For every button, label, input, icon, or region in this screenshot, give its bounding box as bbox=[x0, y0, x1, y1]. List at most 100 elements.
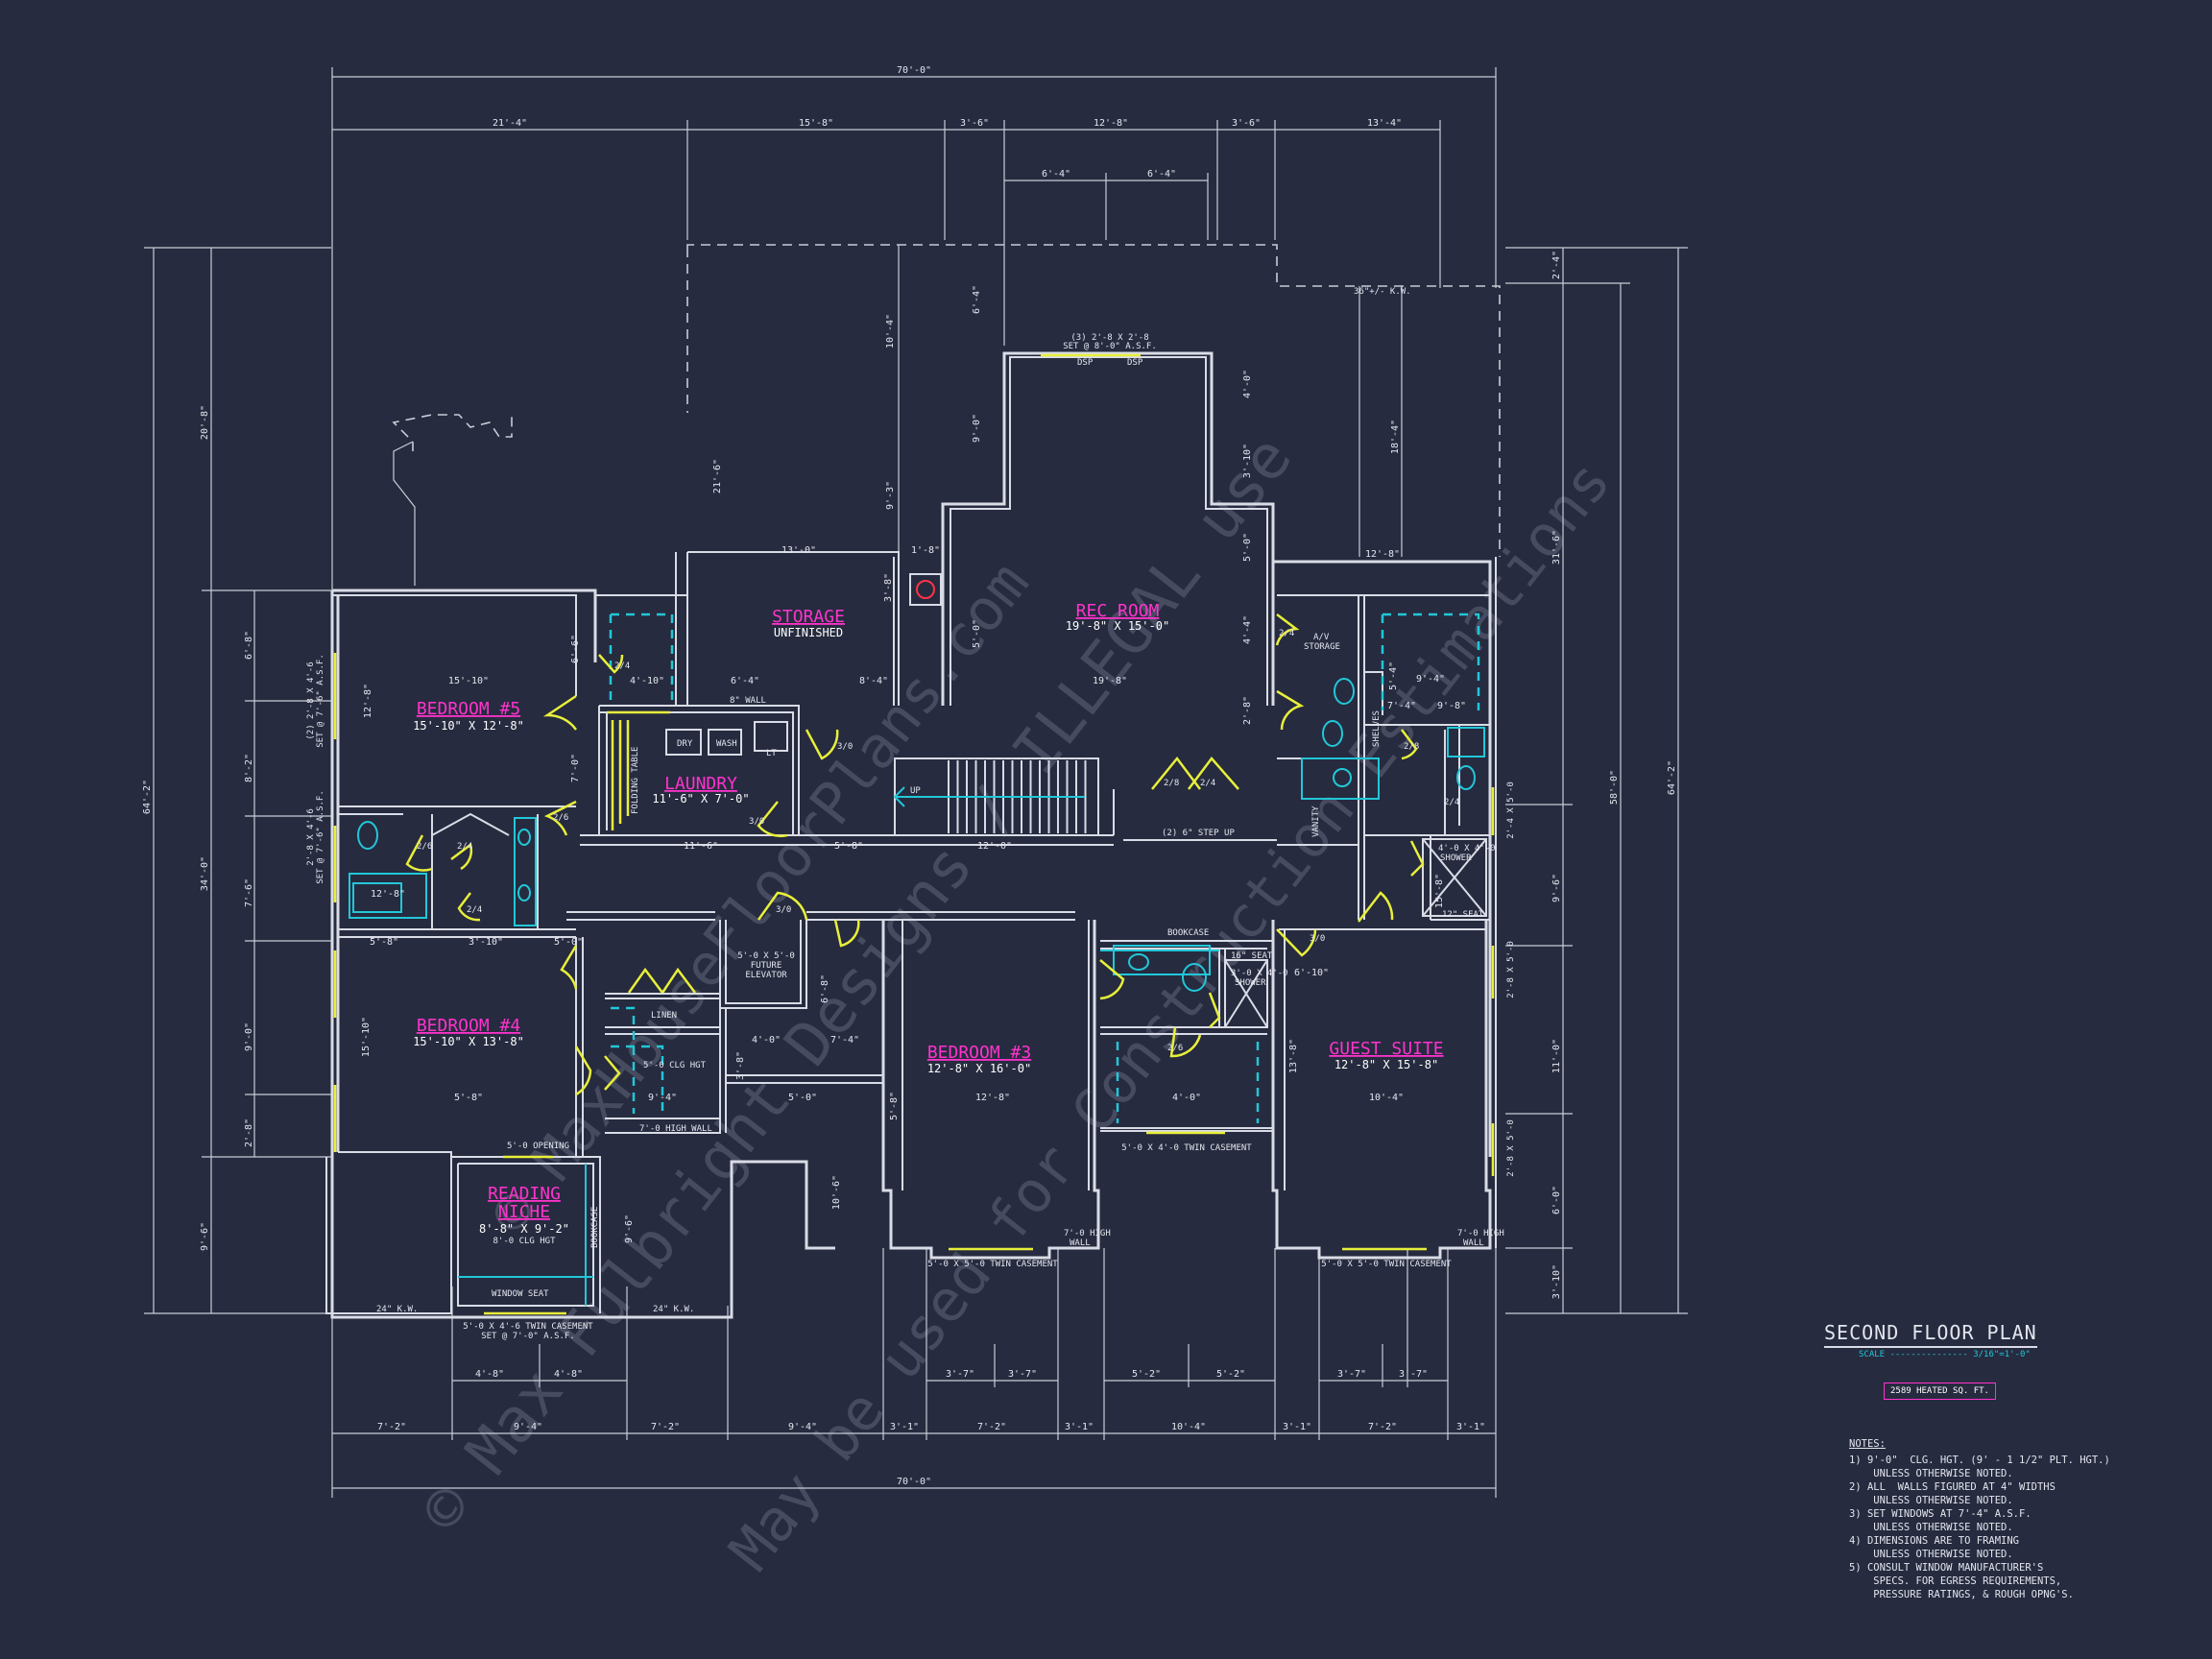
wall-note-label: 8" WALL bbox=[730, 696, 766, 706]
interior-dim: 5'-8" bbox=[834, 841, 863, 852]
overall-width-dim: 70'-0" bbox=[897, 65, 931, 76]
right-dim: 11'-0" bbox=[1551, 1039, 1562, 1073]
door-tag: 2/4 bbox=[457, 842, 472, 852]
notes-block: NOTES: 1) 9'-0" CLG. HGT. (9' - 1 1/2" P… bbox=[1849, 1437, 2110, 1601]
bottom-inner-dim: 4'-8" bbox=[554, 1369, 583, 1380]
interior-dim: 6'-4" bbox=[972, 285, 982, 314]
interior-dim: 13'-0" bbox=[781, 545, 816, 556]
room-size-guest-suite: 12'-8" X 15'-8" bbox=[1334, 1058, 1438, 1071]
seat-label-2: 16" SEAT bbox=[1231, 951, 1273, 961]
top-inner-dim: 6'-4" bbox=[1147, 169, 1176, 180]
window-spec-label-3: 5'-0 X 5'-0 TWIN CASEMENT bbox=[927, 1260, 1058, 1269]
window-spec-label-4: 5'-0 X 5'-0 TWIN CASEMENT bbox=[1321, 1260, 1452, 1269]
left-total-dim: 64'-2" bbox=[142, 780, 153, 814]
interior-dim: 12'-8" bbox=[371, 889, 405, 900]
bottom-inner-dim: 5'-2" bbox=[1132, 1369, 1161, 1380]
note-line: UNLESS OTHERWISE NOTED. bbox=[1849, 1495, 2013, 1506]
window-spec-label-2: SET @ 8'-0" A.S.F. bbox=[1063, 342, 1157, 351]
door-tag: 2/6 bbox=[553, 813, 568, 823]
folding-table-label: FOLDING TABLE bbox=[631, 747, 640, 814]
right-dim: 31'-6" bbox=[1551, 530, 1562, 565]
interior-dim: 15'-10" bbox=[361, 1017, 372, 1057]
right-dim: 6'-0" bbox=[1551, 1186, 1562, 1214]
interior-dim: 5'-8" bbox=[370, 937, 398, 948]
annotation-labels: FOLDING TABLE DRY WASH LT 8" WALL LINEN … bbox=[376, 287, 1504, 1341]
right-total-dim: 64'-2" bbox=[1667, 760, 1677, 795]
window-tag: SET @ 7'-6" A.S.F. bbox=[316, 790, 325, 884]
interior-dim: 5'-0" bbox=[1242, 533, 1253, 562]
room-labels: BEDROOM #5 15'-10" X 12'-8" LAUNDRY 11'-… bbox=[413, 601, 1443, 1246]
interior-dim: 19'-8" bbox=[1093, 676, 1127, 686]
interior-dim: 7'-4" bbox=[830, 1035, 859, 1046]
interior-dim: 10'-6" bbox=[831, 1175, 842, 1210]
interior-dim: 1'-8" bbox=[911, 545, 940, 556]
bottom-dim: 9'-4" bbox=[788, 1422, 817, 1432]
elevator-label-3: ELEVATOR bbox=[745, 971, 787, 980]
note-line: UNLESS OTHERWISE NOTED. bbox=[1849, 1549, 2013, 1560]
window-tag: 2'-8 X 5'-0 bbox=[1506, 1119, 1516, 1177]
window-tag: 2'-4 X 5'-0 bbox=[1506, 781, 1516, 839]
left-inner-dim: 8'-2" bbox=[244, 754, 254, 782]
room-size-bedroom3: 12'-8" X 16'-0" bbox=[927, 1062, 1031, 1075]
door-tag: 3/0 bbox=[776, 905, 791, 915]
note-line: 4) DIMENSIONS ARE TO FRAMING bbox=[1849, 1535, 2020, 1547]
high-wall-note: 7'-0 HIGH WALL bbox=[639, 1124, 712, 1134]
interior-dim: 4'-4" bbox=[1242, 615, 1253, 644]
right-dim: 2'-4" bbox=[1551, 251, 1562, 279]
room-size-bedroom5: 15'-10" X 12'-8" bbox=[413, 719, 524, 733]
window-spec-label-5: 5'-0 X 4'-0 TWIN CASEMENT bbox=[1121, 1143, 1252, 1153]
bottom-inner-dim: 3'-7" bbox=[1008, 1369, 1037, 1380]
av-storage-label: A/V bbox=[1313, 633, 1330, 642]
room-size-rec-room: 19'-8" X 15'-0" bbox=[1066, 619, 1169, 633]
interior-dim: 3'-8" bbox=[883, 573, 894, 602]
door-tag: 3/0 bbox=[837, 742, 853, 752]
ceiling-height-label: 8'-0 CLG HGT bbox=[493, 1237, 556, 1246]
door-swings bbox=[405, 613, 1425, 1096]
ceiling-height-note: 5'-0 CLG HGT bbox=[643, 1061, 707, 1070]
seat-label: 12" SEAT bbox=[1442, 910, 1484, 920]
interior-dim: 12'-0" bbox=[977, 841, 1012, 852]
bottom-inner-dim: 3'-7" bbox=[1337, 1369, 1366, 1380]
interior-dim: 11'-6" bbox=[684, 841, 718, 852]
note-line: UNLESS OTHERWISE NOTED. bbox=[1849, 1522, 2013, 1533]
watermark: © Max Fulbright Designs / ILLEGAL use © … bbox=[407, 423, 1623, 1583]
room-size-laundry: 11'-6" X 7'-0" bbox=[652, 792, 749, 805]
interior-dim: 10'-4" bbox=[885, 314, 896, 349]
elevator-label-2: FUTURE bbox=[751, 961, 782, 971]
interior-dim: 10'-4" bbox=[1369, 1093, 1404, 1103]
top-dim: 3'-6" bbox=[1232, 118, 1261, 129]
high-wall-label-4: WALL bbox=[1463, 1238, 1484, 1248]
door-tag: 2/6 bbox=[417, 842, 432, 852]
plan-title: SECOND FLOOR PLAN bbox=[1824, 1321, 2037, 1348]
room-name-bedroom3: BEDROOM #3 bbox=[927, 1043, 1031, 1063]
right-dim: 3'-10" bbox=[1551, 1264, 1562, 1299]
washer-label: WASH bbox=[716, 739, 737, 749]
interior-dim: 9'-4" bbox=[1416, 674, 1445, 685]
interior-dim: 7'-0" bbox=[570, 754, 581, 782]
interior-dim: 12'-8" bbox=[363, 684, 373, 718]
fixtures bbox=[333, 353, 1495, 1315]
bottom-dim: 9'-4" bbox=[514, 1422, 542, 1432]
window-tag: SET @ 7'-6" A.S.F. bbox=[316, 654, 325, 748]
interior-dim: 15'-10" bbox=[448, 676, 489, 686]
laundry-tub-label: LT bbox=[766, 749, 777, 758]
high-wall-label: 7'-0 HIGH bbox=[1064, 1229, 1111, 1238]
note-line: SPECS. FOR EGRESS REQUIREMENTS, bbox=[1849, 1575, 2062, 1587]
note-line: 3) SET WINDOWS AT 7'-4" A.S.F. bbox=[1849, 1508, 2032, 1520]
top-dim: 21'-4" bbox=[493, 118, 527, 129]
left-inner-dim: 7'-6" bbox=[244, 878, 254, 907]
shower-label: 4'-0 X 4'-0 bbox=[1438, 844, 1496, 854]
interior-dim: 4'-0" bbox=[752, 1035, 781, 1046]
room-size-bedroom4: 15'-10" X 13'-8" bbox=[413, 1035, 524, 1048]
left-inner-dim: 2'-8" bbox=[244, 1118, 254, 1147]
shower-label-3: 3'-0 X 4'-0 bbox=[1231, 969, 1288, 978]
door-tag: 2/8 bbox=[1404, 742, 1419, 752]
interior-dim: 2'-8" bbox=[1242, 696, 1253, 725]
interior-dim: 4'-0" bbox=[1242, 370, 1253, 398]
interior-dim: 6'-6" bbox=[570, 635, 581, 663]
interior-dim: 3'-8" bbox=[735, 1051, 746, 1080]
interior-dim: 9'-3" bbox=[885, 481, 896, 510]
interior-dim: 15'-8" bbox=[1434, 874, 1445, 908]
note-line: 5) CONSULT WINDOW MANUFACTURER'S bbox=[1849, 1562, 2044, 1574]
